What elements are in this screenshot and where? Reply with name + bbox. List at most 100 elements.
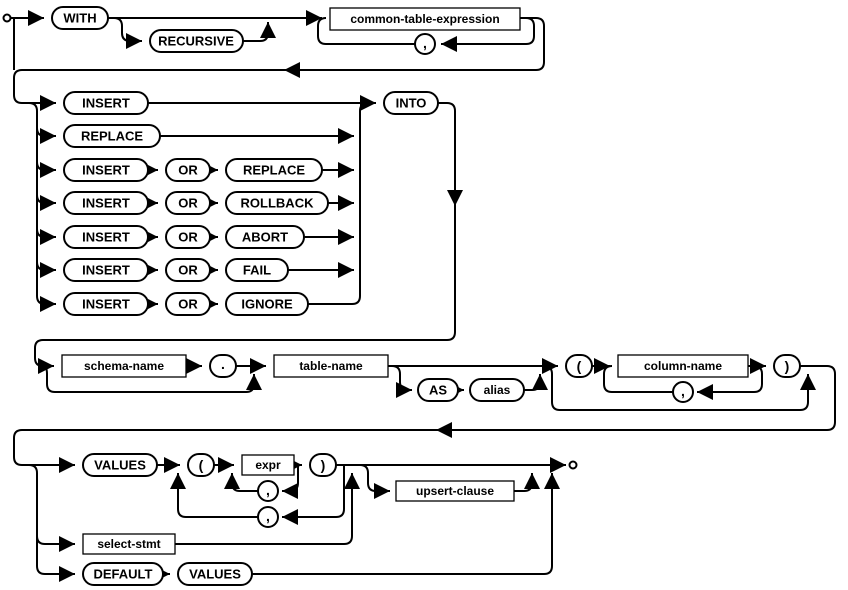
recursive-pill: [149, 29, 244, 53]
column-comma-label: ,: [681, 383, 685, 399]
insert-keyword-row5: INSERT: [63, 225, 149, 249]
replace-label-1: REPLACE: [81, 129, 143, 144]
or-pill-1: [165, 158, 211, 182]
expr-box[interactable]: [241, 454, 295, 476]
insert-pill-4: [63, 225, 149, 249]
insert-alternatives-connectors: [28, 95, 376, 312]
table-name-label[interactable]: table-name: [299, 359, 363, 373]
cte-comma-label: ,: [423, 35, 427, 51]
values-section-connectors: [28, 457, 566, 582]
or-pill-5: [165, 292, 211, 316]
select-stmt-box[interactable]: [82, 533, 176, 555]
table-name-nonterminal[interactable]: table-name: [273, 354, 389, 378]
dot-separator: .: [209, 354, 237, 378]
schema-name-box[interactable]: [61, 354, 187, 378]
insert-label-6: INSERT: [82, 297, 130, 312]
column-name-label[interactable]: column-name: [644, 359, 722, 373]
expr-loop-comma: ,: [257, 480, 279, 502]
upsert-clause-box[interactable]: [395, 480, 515, 502]
close-paren-pill-2: [309, 453, 337, 477]
select-stmt-label[interactable]: select-stmt: [97, 537, 160, 551]
cte-box[interactable]: [329, 7, 521, 31]
values-pill-1: [82, 453, 158, 477]
default-values-keyword: VALUES: [177, 562, 253, 586]
abort-label: ABORT: [242, 230, 288, 245]
close-paren-label-2: ): [321, 457, 326, 473]
insert-keyword-row6: INSERT: [63, 258, 149, 282]
ignore-keyword: IGNORE: [225, 292, 309, 316]
into-label: INTO: [396, 96, 427, 111]
rollback-pill: [225, 191, 329, 215]
values-keyword: VALUES: [82, 453, 158, 477]
schema-name-nonterminal[interactable]: schema-name: [61, 354, 187, 378]
start-terminal-icon: [2, 13, 12, 23]
with-label: WITH: [63, 11, 96, 26]
values-row-loop-comma: ,: [257, 506, 279, 528]
cte-comma-pill: [414, 33, 436, 55]
insert-pill-6: [63, 292, 149, 316]
column-name-nonterminal[interactable]: column-name: [617, 354, 749, 378]
rollback-label: ROLLBACK: [241, 196, 315, 211]
table-name-box[interactable]: [273, 354, 389, 378]
or-keyword-row5: OR: [165, 225, 211, 249]
alias-pill: [469, 378, 525, 402]
insert-pill-1: [63, 91, 149, 115]
schema-name-label[interactable]: schema-name: [84, 359, 164, 373]
values-open-paren: (: [187, 453, 215, 477]
expr-comma-pill: [257, 480, 279, 502]
ignore-pill: [225, 292, 309, 316]
or-label-1: OR: [178, 163, 198, 178]
fail-pill: [225, 258, 289, 282]
default-label: DEFAULT: [94, 567, 153, 582]
dot-pill: [209, 354, 237, 378]
alias-token: alias: [469, 378, 525, 402]
or-pill-4: [165, 258, 211, 282]
open-paren-label-2: (: [199, 457, 204, 473]
column-name-box[interactable]: [617, 354, 749, 378]
or-pill-3: [165, 225, 211, 249]
table-row-connectors: [13, 102, 836, 473]
expr-label[interactable]: expr: [255, 458, 281, 472]
into-pill: [383, 91, 439, 115]
replace-keyword-row2: REPLACE: [63, 124, 161, 148]
upsert-clause-label[interactable]: upsert-clause: [416, 484, 494, 498]
select-stmt-nonterminal[interactable]: select-stmt: [82, 533, 176, 555]
column-loop-comma: ,: [672, 381, 694, 403]
column-list-open-paren: (: [565, 354, 593, 378]
abort-keyword: ABORT: [225, 225, 305, 249]
fail-keyword: FAIL: [225, 258, 289, 282]
values-comma-label: ,: [266, 508, 270, 524]
recursive-keyword: RECURSIVE: [149, 29, 244, 53]
expr-nonterminal[interactable]: expr: [241, 454, 295, 476]
or-keyword-row4: OR: [165, 191, 211, 215]
replace-pill-2: [225, 158, 323, 182]
as-keyword: AS: [417, 378, 459, 402]
insert-pill-5: [63, 258, 149, 282]
column-list-close-paren: ): [773, 354, 801, 378]
insert-label-2: INSERT: [82, 163, 130, 178]
insert-pill-2: [63, 158, 149, 182]
or-pill-2: [165, 191, 211, 215]
close-paren-pill-1: [773, 354, 801, 378]
as-pill: [417, 378, 459, 402]
values-comma-pill: [257, 506, 279, 528]
replace-pill-1: [63, 124, 161, 148]
or-label-3: OR: [178, 230, 198, 245]
with-keyword: WITH: [51, 6, 109, 30]
cte-label[interactable]: common-table-expression: [350, 12, 499, 26]
close-paren-label-1: ): [785, 358, 790, 374]
insert-label-5: INSERT: [82, 263, 130, 278]
insert-label-1: INSERT: [82, 96, 130, 111]
upsert-clause-nonterminal[interactable]: upsert-clause: [395, 480, 515, 502]
or-keyword-row6: OR: [165, 258, 211, 282]
expr-comma-label: ,: [266, 482, 270, 498]
open-paren-label-1: (: [577, 358, 582, 374]
or-keyword-row3: OR: [165, 158, 211, 182]
recursive-label: RECURSIVE: [158, 34, 234, 49]
values-label-2: VALUES: [189, 567, 241, 582]
cte-loop-comma: ,: [414, 33, 436, 55]
common-table-expression-nonterminal[interactable]: common-table-expression: [329, 7, 521, 31]
default-keyword: DEFAULT: [82, 562, 164, 586]
